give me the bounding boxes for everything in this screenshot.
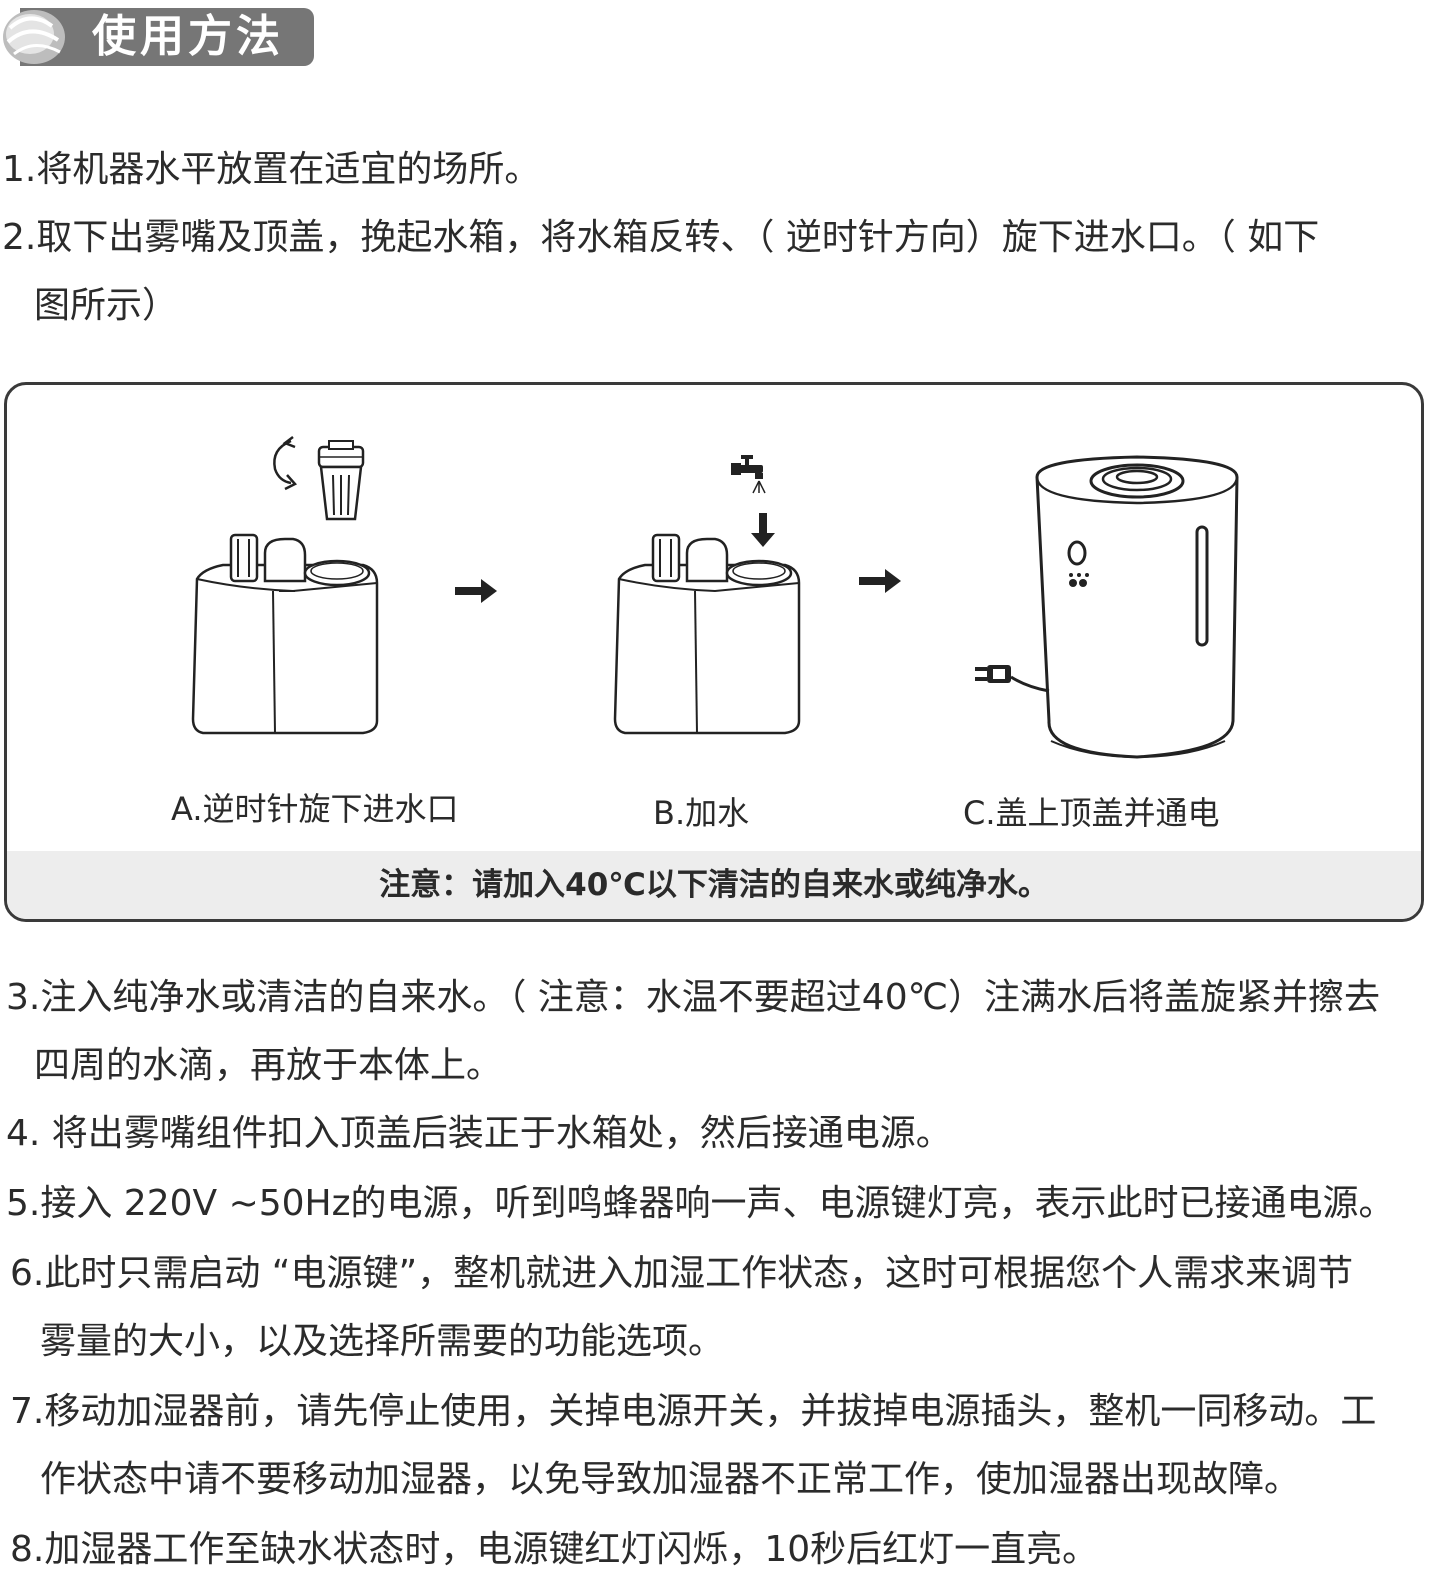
- step-3-line-2: 四周的水滴，再放于本体上。: [34, 1045, 503, 1086]
- step-7-line-2: 作状态中请不要移动加湿器，以免导致加湿器不正常工作，使加湿器出现故障。: [40, 1459, 1301, 1500]
- step-6-line-1: 6.此时只需启动 “电源键”，整机就进入加湿工作状态，这时可根据您个人需求来调节: [10, 1253, 1354, 1294]
- section-header: 使用方法: [0, 6, 316, 68]
- header-background: [20, 8, 314, 66]
- water-tank-icon: [191, 533, 379, 735]
- panel-c-illustration: [975, 455, 1239, 759]
- counterclockwise-arrow-icon: [273, 436, 298, 491]
- section-title: 使用方法: [92, 11, 284, 62]
- panel-b-illustration: [613, 455, 801, 735]
- humidifier-icon: [1035, 455, 1239, 759]
- water-inlet-cap-icon: [317, 440, 365, 521]
- step-8-line-1: 8.加湿器工作至缺水状态时，电源键红灯闪烁，10秒后红灯一直亮。: [10, 1529, 1099, 1570]
- step-4-line-1: 4. 将出雾嘴组件扣入顶盖后装正于水箱处，然后接通电源。: [6, 1113, 952, 1154]
- step-7-line-1: 7.移动加湿器前，请先停止使用，关掉电源开关，并拔掉电源插头，整机一同移动。工: [10, 1391, 1377, 1432]
- right-arrow-icon: [859, 569, 901, 593]
- step-1-line-1: 1.将机器水平放置在适宜的场所。: [2, 149, 541, 190]
- instruction-figure: A.逆时针旋下进水口 B.加水 C.盖上顶盖并通电 注意：请加入40℃以下清洁的…: [4, 382, 1424, 922]
- water-tank-icon: [613, 533, 801, 735]
- cloud-icon: [3, 10, 65, 64]
- step-6-line-2: 雾量的大小，以及选择所需要的功能选项。: [40, 1321, 725, 1362]
- power-plug-icon: [975, 665, 1050, 693]
- faucet-icon: [731, 455, 766, 494]
- step-2-line-2: 图所示）: [34, 285, 179, 326]
- step-2-line-1: 2.取下出雾嘴及顶盖，挽起水箱，将水箱反转、（ 逆时针方向）旋下进水口。（ 如下: [2, 217, 1320, 258]
- step-3-line-1: 3.注入纯净水或清洁的自来水。（ 注意：水温不要超过40℃）注满水后将盖旋紧并擦…: [6, 977, 1381, 1018]
- caption-c: C.盖上顶盖并通电: [963, 794, 1220, 832]
- figure-note: 注意：请加入40℃以下清洁的自来水或纯净水。: [7, 851, 1421, 919]
- panel-a-illustration: [191, 436, 379, 735]
- down-arrow-icon: [751, 513, 775, 547]
- right-arrow-icon: [455, 579, 497, 603]
- caption-a: A.逆时针旋下进水口: [171, 790, 459, 828]
- step-5-line-1: 5.接入 220V ~50Hz的电源，听到鸣蜂器响一声、电源键灯亮，表示此时已接…: [6, 1183, 1395, 1224]
- caption-b: B.加水: [653, 794, 750, 832]
